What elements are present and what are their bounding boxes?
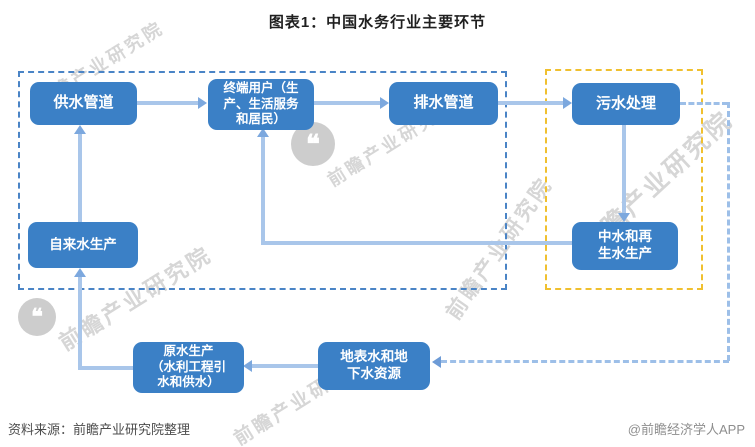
node-water-resources: 地表水和地 下水资源	[318, 342, 430, 390]
edge-tapwater-to-supply	[78, 133, 82, 222]
arrowhead-up	[74, 125, 86, 134]
edge-reclaimed-to-users-v	[261, 136, 265, 245]
edge-sewage-to-reclaimed	[622, 125, 626, 214]
edge-rawwater-to-tapwater-v	[78, 276, 82, 370]
node-water-supply-pipeline: 供水管道	[30, 82, 137, 125]
edge-sewage-to-resources-seg3	[441, 360, 729, 363]
edge-reclaimed-to-users-h	[261, 241, 574, 245]
arrowhead-right	[198, 97, 207, 109]
arrowhead-left	[243, 360, 252, 372]
logo-glyph: ❝	[306, 128, 320, 159]
node-sewage-treatment: 污水处理	[572, 83, 680, 125]
edge-users-to-drainage	[314, 101, 381, 105]
arrowhead-up	[257, 128, 269, 137]
arrowhead-right	[380, 97, 389, 109]
arrowhead-right	[563, 97, 572, 109]
edge-sewage-to-resources-seg2	[727, 102, 730, 361]
node-end-users: 终端用户（生 产、生活服务 和居民）	[208, 79, 314, 130]
node-tap-water-production: 自来水生产	[28, 222, 138, 268]
qianzhan-logo-icon: ❝	[18, 298, 56, 336]
source-note: 资料来源：前瞻产业研究院整理	[8, 422, 191, 437]
logo-glyph: ❝	[31, 304, 43, 329]
arrowhead-down	[618, 213, 630, 222]
edge-sewage-to-resources-seg1	[680, 102, 728, 105]
page-title: 图表1：中国水务行业主要环节	[268, 14, 487, 31]
edge-drainage-to-sewage	[497, 101, 564, 105]
edge-rawwater-to-tapwater-h	[78, 366, 135, 370]
credit-note: @前瞻经济学人APP	[627, 422, 745, 437]
qianzhan-logo-icon: ❝	[291, 122, 335, 166]
node-raw-water-production: 原水生产 （水利工程引 水和供水）	[133, 342, 244, 393]
arrowhead-left	[432, 356, 441, 368]
edge-resources-to-rawwater	[252, 364, 318, 368]
arrowhead-up	[74, 268, 86, 277]
edge-supply-to-users	[137, 101, 200, 105]
group-border-sewage-treatment	[545, 69, 703, 290]
node-drainage-pipeline: 排水管道	[389, 82, 498, 125]
node-reclaimed-water-production: 中水和再 生水生产	[572, 222, 678, 270]
group-border-supply-drainage	[18, 71, 507, 290]
